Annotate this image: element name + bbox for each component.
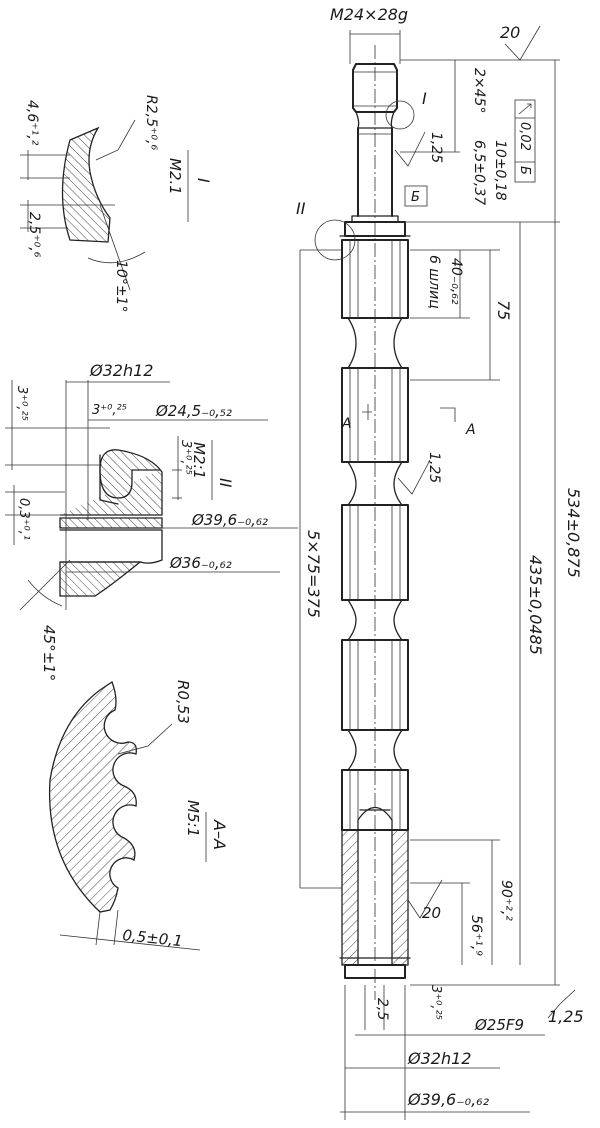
- detII-scale: M2:1: [190, 442, 208, 479]
- teeth-note: 6 шлиц: [426, 255, 442, 309]
- detII-3-top: 3⁺⁰,²⁵: [92, 403, 127, 418]
- detII-39-6: Ø39,6₋₀,₆₂: [191, 511, 268, 529]
- dim-39-6-bottom: Ø39,6₋₀,₆₂: [407, 1090, 490, 1109]
- section-A-right: A: [465, 422, 476, 438]
- roughness-b: 1,25: [426, 452, 442, 483]
- section-A-A: R0,53 A–A M5:1 0,5±0,1: [48, 680, 229, 951]
- detail-I: 4,6⁺¹,² 2,5⁺⁰,⁶ R2,5⁺⁰,⁶ 10°±1° I M2.1: [20, 95, 213, 312]
- detI-angle: 10°±1°: [113, 260, 129, 312]
- dim-534: 534±0,875: [564, 488, 583, 578]
- dim-90: 90⁺²,²: [498, 880, 514, 921]
- detII-0-3: 0,3⁺⁰,¹: [16, 498, 31, 540]
- detI-scale: M2.1: [166, 158, 184, 195]
- thread-label: M24×28g: [330, 5, 408, 24]
- dim-10: 10±0,18: [492, 140, 508, 201]
- dim-75: 75: [494, 300, 513, 320]
- dim-25F9: Ø25F9: [474, 1016, 524, 1034]
- detA-title: A–A: [210, 819, 229, 850]
- dim-32h12-bottom: Ø32h12: [407, 1049, 471, 1068]
- detII-3-right: 3⁺⁰,²⁵: [178, 440, 193, 475]
- detI-4-6: 4,6⁺¹,²: [24, 100, 40, 146]
- dim-3-bottom: 3⁺⁰,²⁵: [428, 985, 443, 1020]
- section-A-left: A: [341, 416, 352, 432]
- dim-2-5: 2,5: [374, 998, 390, 1020]
- detA-dim: 0,5±0,1: [122, 926, 184, 950]
- roughness-20: 20: [422, 904, 441, 922]
- detI-R: R2,5⁺⁰,⁶: [143, 95, 159, 150]
- detA-R: R0,53: [174, 680, 192, 724]
- dim-435: 435±0,0485: [526, 555, 545, 655]
- chamfer-label: 2×45°: [471, 68, 487, 113]
- roughness-a: 1,25: [428, 132, 444, 163]
- view-I-mark: I: [422, 89, 427, 108]
- detII-title: II: [216, 478, 235, 488]
- detail-II: Ø32h12 3⁺⁰,²⁵ Ø24,5₋₀,₅₂ 3⁺⁰,²⁵ 0,3⁺⁰,¹ …: [5, 361, 298, 681]
- shaft-main-view: [339, 45, 411, 1000]
- dim-56: 56⁺¹,⁹: [468, 915, 484, 956]
- detII-angle: 45°±1°: [40, 625, 58, 681]
- detII-24-5: Ø24,5₋₀,₅₂: [155, 402, 232, 420]
- spline-segments: [341, 239, 409, 831]
- detII-3-left: 3⁺⁰,²⁵: [14, 386, 29, 421]
- detI-2-5: 2,5⁺⁰,⁶: [26, 212, 42, 258]
- main-dimensions: M24×28g 20 I II 2×45° 6,5±0,37 10±0,18 0…: [296, 5, 584, 1120]
- tolerance-frame: 0,02 Б: [514, 99, 536, 183]
- tolerance-value: 0,02: [517, 122, 532, 151]
- detI-title: I: [194, 178, 213, 183]
- dim-5x75: 5×75=375: [304, 530, 323, 618]
- detII-36: Ø36₋₀,₆₂: [169, 554, 232, 572]
- roughness-top: 20: [500, 23, 520, 42]
- detA-scale: M5:1: [184, 800, 202, 837]
- datum-reference: Б: [517, 166, 532, 175]
- datum-box: Б: [411, 190, 420, 205]
- dim-6-5: 6,5±0,37: [471, 140, 487, 205]
- dim-40: 40₋₀,₆₂: [448, 258, 464, 305]
- view-II-mark: II: [296, 199, 306, 218]
- detII-32h12: Ø32h12: [89, 361, 153, 380]
- roughness-c: 1,25: [548, 1007, 584, 1026]
